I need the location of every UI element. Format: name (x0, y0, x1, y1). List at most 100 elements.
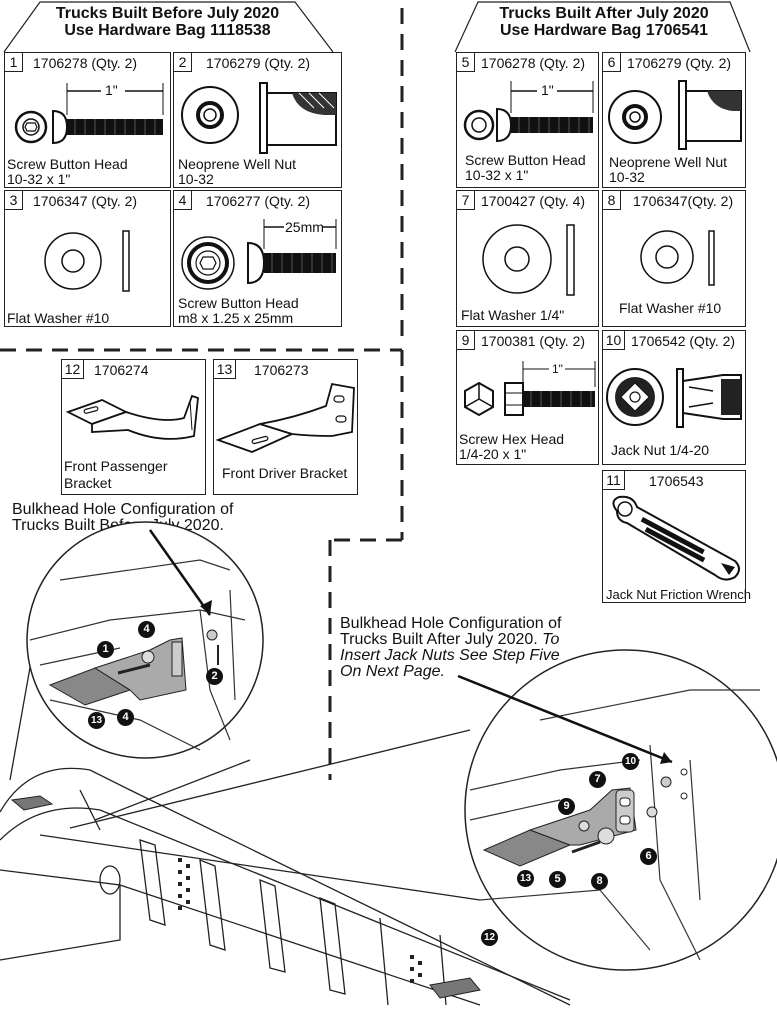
part-box-6: 6 1706279 (Qty. 2) Neoprene Well Nut 10-… (602, 52, 746, 188)
part-number: 1 (5, 53, 23, 72)
part-code: 1706347(Qty. 2) (633, 193, 734, 209)
after-callout-line2-italic: To (542, 631, 560, 648)
friction-wrench-icon (612, 495, 740, 581)
marker-13: 13 (88, 712, 105, 729)
after-config-callout: Bulkhead Hole Configuration of Trucks Bu… (340, 616, 561, 680)
part-number: 8 (603, 191, 621, 210)
after-callout-line3: Insert Jack Nuts See Step Five (340, 647, 560, 664)
part-description-line1: Screw Hex Head (459, 431, 565, 447)
part-box-2: 2 1706279 (Qty. 2) Neoprene Well Nut 10-… (173, 52, 342, 188)
part-box-7: 7 1700427 (Qty. 4) Flat Washer 1/4" (456, 190, 599, 327)
marker-9: 9 (558, 798, 575, 815)
part-code: 1706273 (254, 362, 309, 378)
marker-8: 8 (591, 873, 608, 890)
right-group-title: Trucks Built After July 2020 Use Hardwar… (478, 5, 730, 39)
part-number: 5 (457, 53, 475, 72)
marker-12-overview: 12 (481, 929, 498, 946)
marker-1: 1 (97, 641, 114, 658)
part-box-8: 8 1706347(Qty. 2) Flat Washer #10 (602, 190, 746, 327)
part-number: 2 (174, 53, 192, 72)
marker-10: 10 (622, 753, 639, 770)
marker-5: 5 (549, 871, 566, 888)
part-description-line1: Screw Button Head (178, 295, 299, 311)
part-number: 11 (603, 471, 625, 490)
part-code: 1706543 (649, 473, 704, 489)
button-head-screw-icon (14, 83, 164, 145)
part-description-line1: Flat Washer 1/4" (461, 307, 565, 323)
part-box-4: 4 1706277 (Qty. 2) 25mm Screw Button Hea… (173, 190, 342, 327)
part-code: 1706542 (Qty. 2) (631, 333, 736, 349)
dimension-label: 25mm (285, 219, 324, 235)
flat-washer-icon (482, 224, 575, 296)
part-number: 10 (603, 331, 625, 350)
part-code: 1706278 (Qty. 2) (33, 55, 138, 71)
dimension-label: 1" (552, 362, 563, 376)
part-code: 1706347 (Qty. 2) (33, 193, 138, 209)
left-group-title-line2: Use Hardware Bag 1118538 (64, 22, 271, 39)
part-description-line2: 10-32 x 1" (465, 167, 529, 183)
part-box-11: 11 1706543 Jack Nut Friction Wrench (602, 470, 751, 603)
part-description-line1: Front Driver Bracket (222, 465, 348, 481)
part-number: 6 (603, 53, 621, 72)
part-code: 1706279 (Qty. 2) (206, 55, 311, 71)
well-nut-icon (608, 80, 742, 150)
part-code: 1700427 (Qty. 4) (481, 193, 586, 209)
dimension-label: 1" (105, 82, 118, 98)
after-callout-line1: Bulkhead Hole Configuration of (340, 615, 562, 632)
part-description-line2: 10-32 (609, 169, 645, 185)
part-description-line2: Bracket (64, 475, 112, 491)
part-number: 7 (457, 191, 475, 210)
front-passenger-bracket-icon (65, 394, 199, 440)
part-code: 1706279 (Qty. 2) (627, 55, 732, 71)
part-description-line1: Neoprene Well Nut (609, 154, 728, 170)
right-group-title-line2: Use Hardware Bag 1706541 (499, 22, 709, 39)
part-number: 12 (62, 360, 84, 379)
part-box-12: 12 1706274 Front Passenger Bracket (61, 359, 206, 495)
front-driver-bracket-icon (215, 382, 355, 453)
part-description-line2: 1/4-20 x 1" (459, 446, 527, 462)
dimension-label: 1" (541, 82, 554, 98)
right-group-title-line1: Trucks Built After July 2020 (499, 5, 709, 22)
marker-7: 7 (589, 771, 606, 788)
part-number: 4 (174, 191, 192, 210)
marker-4b: 4 (117, 709, 134, 726)
marker-4a: 4 (138, 621, 155, 638)
marker-13: 13 (517, 870, 534, 887)
part-description-line1: Jack Nut Friction Wrench (606, 587, 751, 602)
part-box-3: 3 1706347 (Qty. 2) Flat Washer #10 (4, 190, 171, 327)
part-description-line1: Front Passenger (64, 458, 168, 474)
left-group-title-line1: Trucks Built Before July 2020 (55, 5, 280, 22)
button-head-screw-icon (463, 81, 594, 143)
part-box-13: 13 1706273 Front Driver Bracket (213, 359, 358, 495)
part-number: 13 (214, 360, 236, 379)
part-number: 9 (457, 331, 475, 350)
metric-button-head-screw-icon (181, 219, 337, 290)
part-description-line2: m8 x 1.25 x 25mm (178, 310, 294, 326)
part-box-1: 1 1706278 (Qty. 2) 1" Screw Button Head … (4, 52, 171, 188)
part-number: 3 (5, 191, 23, 210)
flat-washer-icon (44, 230, 130, 292)
part-description-line1: Flat Washer #10 (619, 300, 722, 316)
part-box-10: 10 1706542 (Qty. 2) Jack Nut 1/4-20 (602, 330, 746, 465)
part-description-line2: 10-32 (178, 171, 214, 187)
well-nut-icon (181, 82, 337, 154)
marker-6: 6 (640, 848, 657, 865)
before-callout-line1: Bulkhead Hole Configuration of (12, 501, 234, 518)
after-callout-line2: Trucks Built After July 2020. To (340, 632, 561, 648)
part-description-line1: Jack Nut 1/4-20 (611, 442, 710, 458)
part-description-line1: Screw Button Head (465, 152, 586, 168)
after-callout-line2-plain: Trucks Built After July 2020. (340, 631, 543, 648)
flat-washer-icon (640, 230, 715, 286)
part-description-line1: Neoprene Well Nut (178, 156, 297, 172)
part-box-5: 5 1706278 (Qty. 2) 1" Screw Button Head … (456, 52, 599, 188)
jack-nut-icon (606, 368, 742, 428)
part-box-9: 9 1700381 (Qty. 2) 1" Screw Hex Head 1/4… (456, 330, 599, 465)
marker-2: 2 (206, 668, 223, 685)
part-code: 1706278 (Qty. 2) (481, 55, 586, 71)
after-callout-line4: On Next Page. (340, 663, 445, 680)
part-code: 1706274 (94, 362, 149, 378)
group-headers-outline (3, 1, 751, 53)
part-description-line2: 10-32 x 1" (7, 171, 71, 187)
